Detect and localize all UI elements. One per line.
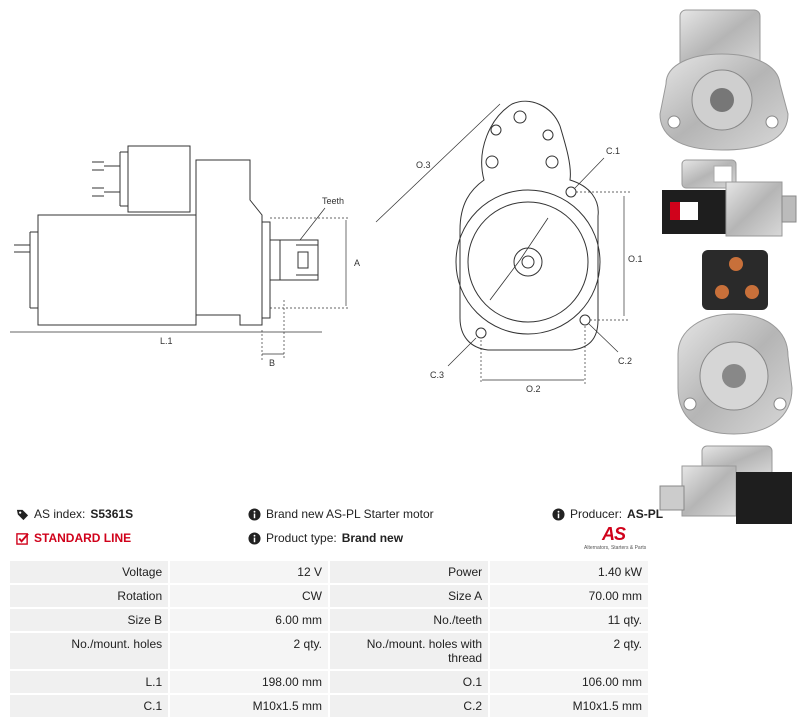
as-index-label: AS index:	[34, 507, 86, 521]
info-icon	[248, 507, 261, 521]
spec-value: M10x1.5 mm	[170, 695, 328, 717]
product-photo-front	[659, 9, 789, 151]
label-size-b: B	[269, 358, 275, 368]
checkbox-check-icon	[16, 532, 29, 545]
spec-value: 2 qty.	[170, 633, 328, 669]
spec-value: 12 V	[170, 561, 328, 583]
spec-value: 11 qty.	[490, 609, 648, 631]
as-pl-logo: AS Alternators, Starters & Parts	[584, 524, 650, 554]
label-l1: L.1	[160, 336, 173, 346]
spec-value: 106.00 mm	[490, 671, 648, 693]
pinion-outline	[269, 239, 319, 281]
spec-key: Voltage	[10, 561, 169, 583]
spec-key: Power	[329, 561, 489, 583]
standard-line-row: STANDARD LINE	[16, 531, 131, 545]
label-c3: C.3	[430, 370, 444, 380]
spec-value: 70.00 mm	[490, 585, 648, 607]
hole-c1	[565, 186, 577, 198]
product-type-row: Product type: Brand new	[248, 531, 403, 545]
as-index-row: AS index: S5361S	[16, 507, 133, 521]
label-teeth: Teeth	[322, 196, 344, 206]
motor-body-outline	[37, 214, 197, 326]
spec-key: No./teeth	[329, 609, 489, 631]
drive-housing-outline	[195, 159, 263, 326]
product-photo-angle	[659, 445, 792, 524]
logo-tagline: Alternators, Starters & Parts	[584, 545, 647, 551]
as-index-value: S5361S	[90, 507, 134, 521]
standard-line-label: STANDARD LINE	[34, 531, 132, 545]
hole-c3	[475, 327, 487, 339]
label-c1: C.1	[606, 146, 620, 156]
brand-text: Brand new AS-PL Starter motor	[266, 507, 434, 521]
label-size-a: A	[354, 258, 360, 268]
spec-key: No./mount. holes	[10, 633, 169, 669]
info-icon	[248, 531, 261, 545]
flange-outline	[459, 100, 599, 351]
product-type-label: Product type:	[266, 531, 337, 545]
technical-drawing: Teeth A L.1 B O.3 C.1 O.1 C.2 C.3 O.2	[10, 100, 643, 394]
producer-value: AS-PL	[627, 507, 664, 521]
producer-label: Producer:	[570, 507, 623, 521]
spec-value: 1.40 kW	[490, 561, 648, 583]
label-o3: O.3	[416, 160, 431, 170]
front-bore-outer	[455, 189, 601, 335]
tag-icon	[16, 509, 29, 520]
spec-key: No./mount. holes with thread	[329, 633, 489, 669]
label-c2: C.2	[618, 356, 632, 366]
spec-value: 198.00 mm	[170, 671, 328, 693]
spec-value: CW	[170, 585, 328, 607]
spec-value: M10x1.5 mm	[490, 695, 648, 717]
info-icon	[552, 507, 565, 521]
spec-key: Size A	[329, 585, 489, 607]
spec-value: 2 qty.	[490, 633, 648, 669]
brand-row: Brand new AS-PL Starter motor	[248, 507, 434, 521]
spec-key: L.1	[10, 671, 169, 693]
spec-key: C.1	[10, 695, 169, 717]
spec-key: C.2	[329, 695, 489, 717]
spec-value: 6.00 mm	[170, 609, 328, 631]
product-photo-rear	[677, 250, 793, 435]
spec-key: O.1	[329, 671, 489, 693]
producer-row: Producer: AS-PL	[552, 507, 663, 521]
logo-mark: AS	[602, 524, 626, 544]
label-o1: O.1	[628, 254, 643, 264]
solenoid-outline	[127, 145, 191, 213]
spec-key: Rotation	[10, 585, 169, 607]
label-o2: O.2	[526, 384, 541, 394]
product-type-value: Brand new	[341, 531, 404, 545]
spec-key: Size B	[10, 609, 169, 631]
product-photo-side	[662, 159, 797, 237]
hole-c2	[579, 314, 591, 326]
